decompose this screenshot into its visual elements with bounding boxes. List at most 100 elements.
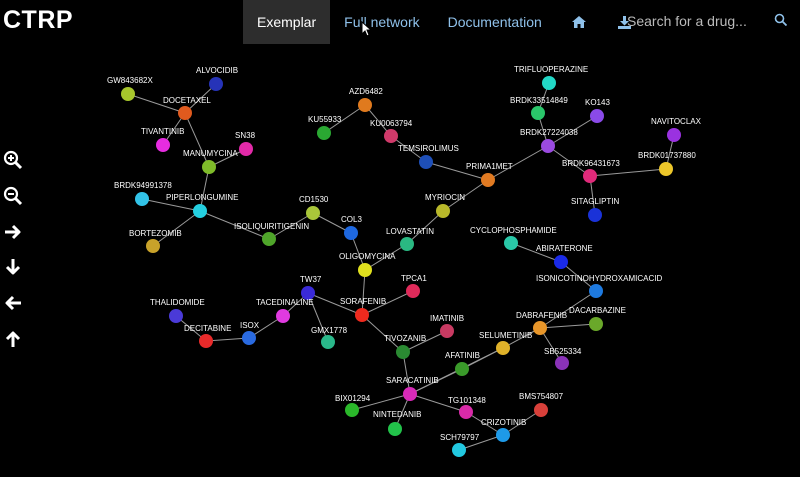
network-node[interactable]: TG101348: [448, 396, 486, 419]
network-node[interactable]: KU0063794: [370, 119, 413, 143]
node-circle[interactable]: [403, 387, 417, 401]
node-circle[interactable]: [459, 405, 473, 419]
node-circle[interactable]: [156, 138, 170, 152]
network-node[interactable]: PIPERLONGUMINE: [166, 193, 238, 218]
node-circle[interactable]: [276, 309, 290, 323]
network-node[interactable]: NAVITOCLAX: [651, 117, 702, 142]
network-node[interactable]: PRIMA1MET: [466, 162, 513, 187]
network-node[interactable]: MANUMYCINA: [183, 149, 238, 174]
node-circle[interactable]: [496, 428, 510, 442]
node-circle[interactable]: [533, 321, 547, 335]
arrow-down-icon[interactable]: [3, 257, 23, 277]
tab-documentation[interactable]: Documentation: [447, 14, 542, 30]
network-node[interactable]: GW843682X: [107, 76, 153, 101]
network-node[interactable]: CYCLOPHOSPHAMIDE: [470, 226, 557, 250]
node-circle[interactable]: [496, 341, 510, 355]
node-circle[interactable]: [146, 239, 160, 253]
node-circle[interactable]: [436, 204, 450, 218]
node-circle[interactable]: [355, 308, 369, 322]
network-node[interactable]: DECITABINE: [184, 324, 231, 348]
node-circle[interactable]: [667, 128, 681, 142]
network-node[interactable]: BIX01294: [335, 394, 371, 417]
node-circle[interactable]: [242, 331, 256, 345]
network-node[interactable]: THALIDOMIDE: [150, 298, 205, 323]
network-node[interactable]: TW37: [300, 275, 322, 300]
network-node[interactable]: BRDK33514849: [510, 96, 568, 120]
network-node[interactable]: AFATINIB: [445, 351, 480, 376]
node-circle[interactable]: [455, 362, 469, 376]
node-circle[interactable]: [301, 286, 315, 300]
network-node[interactable]: COL3: [341, 215, 362, 240]
network-node[interactable]: ISONICOTINOHYDROXAMICACID: [536, 274, 662, 298]
node-circle[interactable]: [590, 109, 604, 123]
network-node[interactable]: DACARBAZINE: [569, 306, 626, 331]
network-node[interactable]: BRDK27224038: [520, 128, 578, 153]
network-node[interactable]: ISOX: [240, 321, 260, 345]
network-node[interactable]: TIVOZANIB: [384, 334, 426, 359]
node-circle[interactable]: [321, 335, 335, 349]
network-node[interactable]: CD1530: [299, 195, 329, 220]
network-node[interactable]: TIVANTINIB: [141, 127, 184, 152]
node-circle[interactable]: [317, 126, 331, 140]
app-title[interactable]: CTRP: [3, 6, 74, 34]
node-circle[interactable]: [555, 356, 569, 370]
arrow-left-icon[interactable]: [3, 293, 23, 313]
network-node[interactable]: BRDK96431673: [562, 159, 620, 183]
network-node[interactable]: AZD6482: [349, 87, 383, 112]
network-node[interactable]: DABRAFENIB: [516, 311, 567, 335]
node-circle[interactable]: [588, 208, 602, 222]
zoom-out-icon[interactable]: [3, 186, 23, 206]
arrow-up-icon[interactable]: [3, 329, 23, 349]
network-node[interactable]: SORAFENIB: [340, 297, 386, 322]
node-circle[interactable]: [504, 236, 518, 250]
network-node[interactable]: TEMSIROLIMUS: [398, 144, 459, 169]
network-node[interactable]: ABIRATERONE: [536, 244, 593, 269]
network-node[interactable]: SITAGLIPTIN: [571, 197, 620, 222]
network-node[interactable]: IMATINIB: [430, 314, 464, 338]
node-circle[interactable]: [400, 237, 414, 251]
node-circle[interactable]: [209, 77, 223, 91]
network-node[interactable]: NINTEDANIB: [373, 410, 421, 436]
network-node[interactable]: GMX1778: [311, 326, 348, 349]
node-circle[interactable]: [262, 232, 276, 246]
node-circle[interactable]: [440, 324, 454, 338]
node-circle[interactable]: [345, 403, 359, 417]
node-circle[interactable]: [121, 87, 135, 101]
network-node[interactable]: OLIGOMYCINA: [339, 252, 396, 277]
node-circle[interactable]: [358, 98, 372, 112]
node-circle[interactable]: [554, 255, 568, 269]
network-node[interactable]: CRIZOTINIB: [481, 418, 526, 442]
node-circle[interactable]: [406, 284, 420, 298]
network-node[interactable]: SB525334: [544, 347, 582, 370]
node-circle[interactable]: [135, 192, 149, 206]
node-circle[interactable]: [358, 263, 372, 277]
node-circle[interactable]: [419, 155, 433, 169]
network-node[interactable]: ALVOCIDIB: [196, 66, 238, 91]
node-circle[interactable]: [481, 173, 495, 187]
node-circle[interactable]: [541, 139, 555, 153]
network-node[interactable]: BRDK01737880: [638, 151, 696, 176]
node-circle[interactable]: [542, 76, 556, 90]
network-node[interactable]: LOVASTATIN: [386, 227, 434, 251]
node-circle[interactable]: [306, 206, 320, 220]
network-node[interactable]: BORTEZOMIB: [129, 229, 182, 253]
network-node[interactable]: SARACATINIB: [386, 376, 439, 401]
network-node[interactable]: SN38: [235, 131, 256, 156]
network-node[interactable]: KU55933: [308, 115, 342, 140]
node-circle[interactable]: [202, 160, 216, 174]
network-node[interactable]: TPCA1: [401, 274, 427, 298]
network-node[interactable]: DOCETAXEL: [163, 96, 211, 120]
node-circle[interactable]: [452, 443, 466, 457]
node-circle[interactable]: [388, 422, 402, 436]
network-node[interactable]: KO143: [585, 98, 610, 123]
node-circle[interactable]: [239, 142, 253, 156]
node-circle[interactable]: [589, 317, 603, 331]
node-circle[interactable]: [193, 204, 207, 218]
node-circle[interactable]: [199, 334, 213, 348]
node-circle[interactable]: [589, 284, 603, 298]
zoom-in-icon[interactable]: [3, 150, 23, 170]
network-node[interactable]: BMS754807: [519, 392, 564, 417]
network-node[interactable]: SELUMETINIB: [479, 331, 532, 355]
network-node[interactable]: TRIFLUOPERAZINE: [514, 65, 588, 90]
